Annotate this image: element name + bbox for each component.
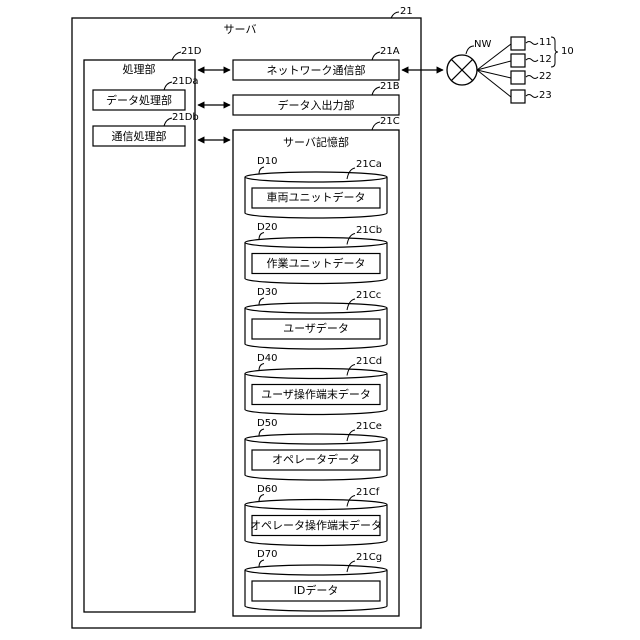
- data-io-ref: 21B: [380, 82, 400, 92]
- server-title: サーバ: [224, 24, 257, 35]
- storage-item-id: D10: [257, 157, 277, 167]
- storage-item-ref: 21Cc: [356, 291, 381, 301]
- storage-item-id: D70: [257, 550, 277, 560]
- terminal-ref-23: 23: [539, 91, 552, 101]
- terminal-box-12: [511, 54, 525, 67]
- storage-item-label: 車両ユニットデータ: [267, 192, 366, 203]
- terminal-ref-12: 12: [539, 55, 552, 65]
- storage-item-ref: 21Cf: [356, 488, 379, 498]
- network-symbol: [447, 46, 477, 85]
- network-label: NW: [474, 40, 491, 50]
- network-comm-ref: 21A: [380, 47, 400, 57]
- terminal-group-ref: 10: [561, 47, 574, 57]
- storage-item-id: D50: [257, 419, 277, 429]
- storage-item-ref: 21Cg: [356, 553, 382, 563]
- storage-item-label: オペレータ操作端末データ: [250, 520, 382, 531]
- storage-item-id: D60: [257, 485, 277, 495]
- terminal-box-22: [511, 71, 525, 84]
- storage-item-id: D20: [257, 223, 277, 233]
- storage-item-label: IDデータ: [294, 585, 339, 596]
- storage-ref: 21C: [380, 117, 400, 127]
- comm-processing-ref: 21Db: [172, 113, 199, 123]
- storage-item-ref: 21Ce: [356, 422, 382, 432]
- storage-title: サーバ記憶部: [283, 137, 349, 148]
- storage-item-id: D30: [257, 288, 277, 298]
- storage-item-label: 作業ユニットデータ: [267, 258, 366, 269]
- storage-item-ref: 21Cd: [356, 357, 382, 367]
- storage-item-label: ユーザデータ: [283, 323, 349, 334]
- storage-item-id: D40: [257, 354, 277, 364]
- terminal-box-11: [511, 37, 525, 50]
- server-ref: 21: [400, 7, 413, 17]
- data-io-label: データ入出力部: [278, 100, 355, 111]
- group-brace: [551, 37, 558, 67]
- network-comm-label: ネットワーク通信部: [267, 65, 366, 76]
- terminal-box-23: [511, 90, 525, 103]
- processing-unit-title: 処理部: [123, 64, 156, 75]
- storage-item-label: ユーザ操作端末データ: [261, 389, 371, 400]
- storage-item-label: オペレータデータ: [272, 454, 360, 465]
- data-processing-label: データ処理部: [106, 95, 172, 106]
- processing-unit-ref: 21D: [181, 47, 201, 57]
- terminal-ref-22: 22: [539, 72, 552, 82]
- data-processing-ref: 21Da: [172, 77, 199, 87]
- storage-item-ref: 21Cb: [356, 226, 382, 236]
- terminal-ref-11: 11: [539, 38, 552, 48]
- comm-processing-label: 通信処理部: [112, 131, 167, 142]
- storage-item-ref: 21Ca: [356, 160, 382, 170]
